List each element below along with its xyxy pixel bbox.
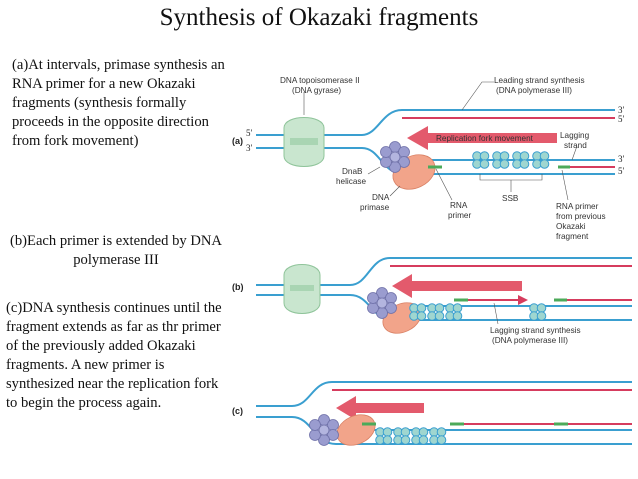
end-label: 3′ — [618, 154, 625, 164]
okazaki-diagram: (a) 5′ 3′ 3′ 5′ 3′ 5′ Replication fork m… — [232, 76, 632, 446]
step-b-text: (b)Each primer is extended by DNA polyme… — [10, 233, 222, 268]
dnab-label-1: DnaB — [342, 167, 363, 176]
panel-b-label: (b) — [232, 282, 244, 292]
ssb-protein — [427, 303, 445, 321]
panel-c-label: (c) — [232, 406, 243, 416]
rna-primer-label-2: primer — [448, 211, 471, 220]
ssb-protein — [529, 303, 547, 321]
dnab-label-2: helicase — [336, 177, 366, 186]
leading-label-2: (DNA polymerase III) — [496, 86, 572, 95]
end-label: 3′ — [618, 105, 625, 115]
lagging-synthesis-label-1: Lagging strand synthesis — [490, 326, 581, 335]
topo-label-1: DNA topoisomerase II — [280, 76, 360, 85]
callout-line — [493, 302, 499, 325]
parental-strand-top — [256, 109, 615, 136]
callout-lines — [303, 81, 578, 201]
prev-primer-label-1: RNA primer — [556, 202, 599, 211]
leading-label-1: Leading strand synthesis — [494, 76, 585, 85]
panel-a: (a) 5′ 3′ 3′ 5′ 3′ 5′ Replication fork m… — [232, 76, 625, 241]
end-label: 5′ — [618, 114, 625, 124]
rna-primer-label-1: RNA — [450, 201, 468, 210]
prev-primer-label-4: fragment — [556, 232, 589, 241]
lagging-label-2: strand — [564, 141, 587, 150]
ssb-protein — [445, 303, 463, 321]
panel-a-label: (a) — [232, 136, 243, 146]
prev-primer-label-2: from previous — [556, 212, 606, 221]
primase-label-2: primase — [360, 203, 390, 212]
ssb-protein — [411, 427, 429, 445]
panel-c: (c) — [232, 381, 632, 446]
fork-movement-arrow-c — [336, 396, 424, 420]
step-a-text: (a)At intervals, primase synthesis an RN… — [12, 57, 225, 149]
lagging-label-1: Lagging — [560, 131, 590, 140]
dnab-helicase-shape — [309, 414, 339, 446]
three-prime-label: 3′ — [246, 143, 253, 153]
ssb-protein — [375, 427, 393, 445]
panel-b: (b) Lagging strand synthesis (DNA polyme… — [232, 257, 632, 345]
ssb-protein — [429, 427, 447, 445]
parental-strand-top-b — [256, 257, 632, 286]
lagging-synthesis-label-2: (DNA polymerase III) — [492, 336, 568, 345]
step-c-text: (c)DNA synthesis continues until the fra… — [6, 300, 222, 411]
ssb-label: SSB — [502, 194, 519, 203]
five-prime-label: 5′ — [246, 128, 253, 138]
topo-label-2: (DNA gyrase) — [292, 86, 341, 95]
fork-movement-arrow — [407, 126, 557, 150]
prev-primer-label-3: Okazaki — [556, 222, 586, 231]
primase-label-1: DNA — [372, 193, 390, 202]
fork-movement-arrow-b — [392, 274, 522, 298]
page-title: Synthesis of Okazaki fragments — [159, 4, 479, 31]
gyrase-groove — [290, 285, 314, 291]
fork-movement-label: Replication fork movement — [436, 134, 534, 143]
dna-primase-shape-c — [336, 414, 376, 446]
gyrase-groove — [290, 138, 318, 145]
end-label: 5′ — [618, 166, 625, 176]
ssb-protein — [393, 427, 411, 445]
parental-strand-top-c — [256, 381, 632, 407]
